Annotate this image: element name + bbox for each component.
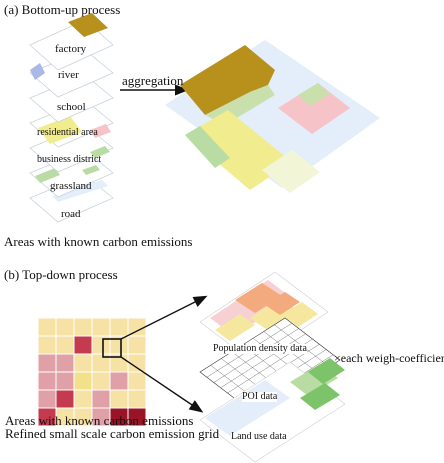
grid-cell [91, 371, 111, 391]
grid-cell [127, 407, 147, 427]
layer-label-road: road [61, 208, 81, 220]
grid-cell [127, 317, 147, 337]
layer-label-river: river [58, 69, 79, 81]
grid-cell [55, 389, 75, 409]
grid-cell [91, 389, 111, 409]
layer-factory [29, 13, 114, 71]
aggregation-label: aggregation [122, 73, 184, 88]
grid-cell [109, 371, 129, 391]
grid-cell [73, 317, 93, 337]
aggregated-map [165, 40, 380, 193]
layer-label-land-use: Land use data [231, 431, 287, 442]
layer-label-school: school [57, 101, 86, 113]
grid-cell [109, 317, 129, 337]
layer-label-poi: POI data [242, 391, 278, 402]
grid-cell [109, 389, 129, 409]
zoom-line-lower [120, 356, 204, 413]
grid-cell [73, 353, 93, 373]
emission-grid [37, 317, 147, 427]
grid-cell [37, 317, 57, 337]
grid-cell [73, 371, 93, 391]
grid-cell [55, 335, 75, 355]
layer-stack-a [29, 13, 114, 223]
grid-cell [127, 389, 147, 409]
weight-coefficient-label: ×each weigh-coefficien [334, 351, 444, 365]
grid-cell [37, 371, 57, 391]
layer-label-residential: residential area [37, 127, 98, 138]
population-density-layer [199, 271, 329, 363]
grid-cell [127, 335, 147, 355]
heading-b: (b) Top-down process [4, 267, 118, 282]
grid-cell [37, 335, 57, 355]
layer-label-population: Population density data [213, 343, 307, 354]
grid-cell [127, 371, 147, 391]
grid-cell [55, 353, 75, 373]
grid-cell [73, 389, 93, 409]
grid-cell [55, 317, 75, 337]
caption-a: Areas with known carbon emissions [4, 234, 193, 249]
grid-cell [55, 371, 75, 391]
layer-label-factory: factory [55, 43, 87, 55]
caption-b-2: Refined small scale carbon emission grid [5, 426, 220, 441]
layer-label-grassland: grassland [50, 180, 92, 192]
layer-label-business: business district [37, 154, 102, 165]
grid-cell [37, 389, 57, 409]
zoom-line-upper [120, 295, 208, 340]
heading-a: (a) Bottom-up process [4, 2, 121, 17]
grid-cell [91, 317, 111, 337]
caption-b-1: Areas with known carbon emissions [5, 413, 194, 428]
grid-cell [37, 353, 57, 373]
grid-cell [73, 335, 93, 355]
grid-highlight-box [102, 338, 122, 358]
